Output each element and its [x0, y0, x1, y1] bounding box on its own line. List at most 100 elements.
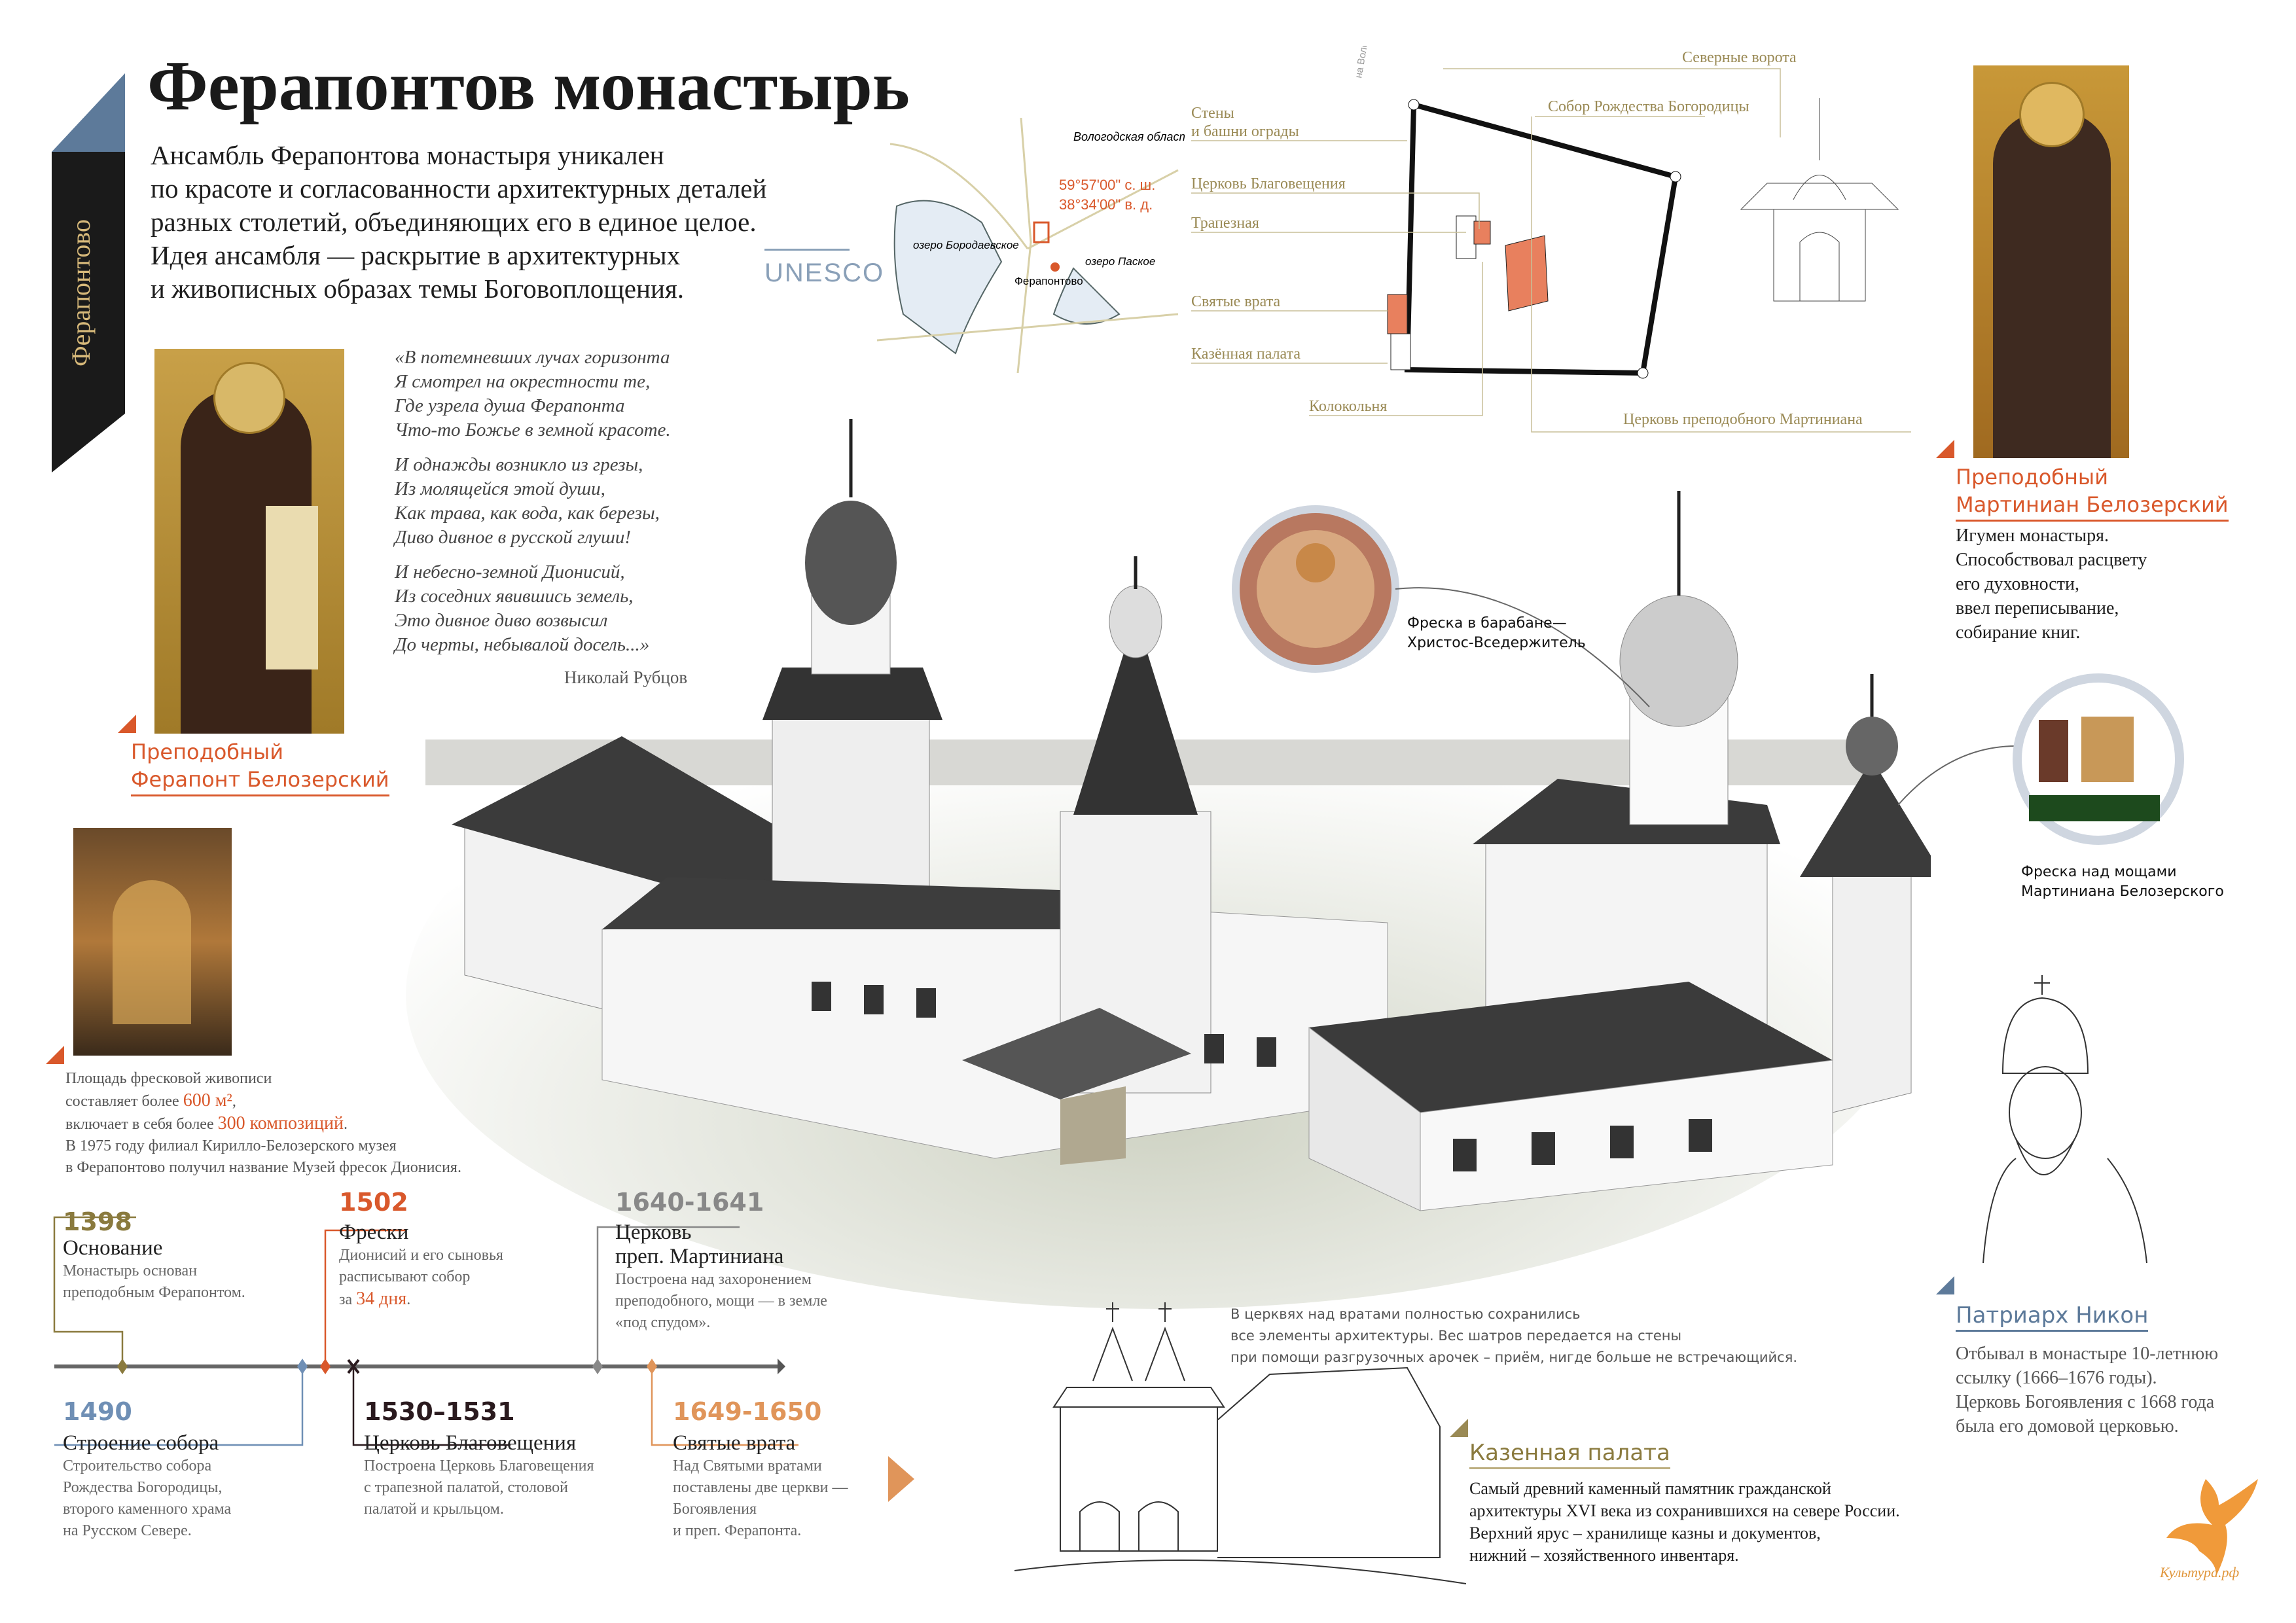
fresco-facts: Площадь фресковой живописи составляет бо…: [65, 1070, 461, 1176]
map-region: Вологодская область: [1073, 130, 1185, 143]
gate-dome: [1109, 585, 1162, 658]
marker-1398: [117, 1359, 128, 1374]
unesco-text: UNESCO: [764, 259, 885, 287]
kultura-logo: [2166, 1479, 2258, 1577]
plan-label: Северные ворота: [1682, 49, 1797, 66]
intro-line: Идея ансамбля — раскрытие в архитектурны…: [151, 240, 681, 270]
onion-dome-icon: [805, 501, 897, 625]
caption-line: Ферапонт Белозерский: [131, 767, 389, 792]
map-lon: 38°34'00" в. д.: [1059, 196, 1153, 213]
plan-label: Церковь преподобного Мартиниана: [1623, 411, 1863, 428]
fresco-face: [1296, 543, 1335, 582]
windows: [1453, 1119, 1712, 1171]
plan-label: и башни ограды: [1191, 123, 1299, 140]
lake-borodaevskoe: [893, 200, 1003, 355]
timeline-item-1530: 1530–1531 Церковь Благовещения Построена…: [364, 1397, 594, 1518]
drum-fresco-caption: Фреска в барабане—Христос-Вседержитель: [1407, 615, 1586, 651]
tent-roof: [1073, 615, 1198, 815]
refectory-roof: [452, 736, 864, 903]
windows: [812, 982, 1276, 1067]
arrow-icon: [778, 1359, 785, 1374]
nikon-caption: Патриарх Никон: [1956, 1302, 2149, 1332]
corner-mark: [118, 715, 136, 733]
nikon-portrait-sketch: [1982, 975, 2147, 1264]
plan-leader-lines: [1191, 68, 1911, 433]
side-banner: [52, 152, 125, 414]
monastery-marker: [1033, 221, 1050, 243]
fresco-figure: [2081, 717, 2134, 782]
plan-label: Трапезная: [1191, 215, 1259, 232]
timeline-item-1649: 1649-1650 Святые врата Над Святыми врата…: [673, 1397, 848, 1539]
marker-1649: [647, 1359, 657, 1374]
reliquary-cloth: [2029, 795, 2160, 821]
timeline-connectors: [53, 1216, 798, 1446]
map-lat: 59°57'00" с. ш.: [1059, 177, 1155, 193]
page-title: Ферапонтов монастырь: [147, 47, 910, 125]
ferapont-caption: Преподобный Ферапонт Белозерский: [131, 738, 389, 796]
cathedral-roof: [1473, 779, 1780, 844]
firebird-icon: [2166, 1479, 2258, 1577]
tower-icon: [1670, 171, 1681, 183]
timeline-markers: [117, 1359, 657, 1374]
fresco-inner: [1257, 530, 1374, 648]
intro-line: разных столетий, объединяющих его в един…: [151, 207, 757, 237]
marker-1502: [320, 1359, 331, 1374]
village-dot: [1050, 262, 1060, 272]
plan-label: Казённая палата: [1191, 346, 1300, 363]
next-arrow-icon[interactable]: [888, 1456, 914, 1502]
plan-label: Колокольня: [1309, 398, 1387, 415]
treasury-roof: [1309, 982, 1833, 1113]
church-roof: [762, 668, 942, 720]
marker-1490: [297, 1359, 308, 1374]
banner-tail: [52, 414, 125, 473]
drum-fresco-callout: [1232, 505, 1650, 707]
treasury-caption: Казенная палата: [1469, 1440, 1670, 1469]
porch-roof: [962, 1008, 1191, 1099]
location-map: Вологодская область 59°57'00" с. ш. 38°3…: [877, 118, 1185, 373]
highlight-area: 600 м²: [183, 1090, 232, 1111]
treasury: [1390, 333, 1411, 370]
intro-line: Ансамбль Ферапонтова монастыря уникален: [151, 140, 664, 170]
corner-mark: [1450, 1419, 1468, 1437]
corner-mark: [1936, 1276, 1954, 1294]
arches-note: В церквях над вратами полностью сохранил…: [1230, 1306, 1798, 1365]
plan-label: Святые врата: [1191, 293, 1280, 310]
holy-gates: [1387, 294, 1408, 334]
corner-mark: [1936, 440, 1954, 458]
martinian-icon-image: [1973, 65, 2129, 458]
callout-line: [1898, 745, 2017, 806]
martinian-roof: [1800, 759, 1931, 877]
logo-text: Культура.рф: [2160, 1564, 2240, 1580]
plan-label: Стены: [1191, 105, 1234, 122]
lake-paskoe: [1052, 267, 1121, 325]
poem-author: Николай Рубцов: [564, 668, 688, 687]
intro-line: по красоте и согласованности архитектурн…: [151, 173, 767, 204]
banner-triangle: [52, 73, 125, 152]
intro-line: и живописных образах темы Боговоплощения…: [151, 274, 684, 304]
highlight-count: 300 композиций: [217, 1113, 344, 1133]
marker-1640: [592, 1359, 603, 1374]
treasury-desc: Самый древний каменный памятник гражданс…: [1469, 1479, 1900, 1565]
gate-opening: [1060, 1086, 1126, 1165]
timeline-item-1490: 1490 Строение собора Строительство собор…: [63, 1397, 232, 1539]
callout-line: [1395, 587, 1650, 707]
central-roof: [602, 877, 1060, 929]
map-roads: [877, 118, 1179, 373]
martinian-church: [1832, 863, 1912, 1113]
map-lake1: озеро Бородаевское: [913, 239, 1019, 251]
monastery-plan: на Вологду трасса «Р-5» Стены и башни ог…: [1191, 46, 1911, 433]
monastery-illustration: [406, 419, 1931, 1309]
map-lake2: озеро Паское: [1085, 255, 1155, 268]
timeline-axis: [53, 1216, 798, 1446]
tower-icon: [1408, 99, 1420, 111]
unesco-logo: UNESCO: [764, 249, 883, 311]
road-label: на Вологду трасса «Р-5»: [1353, 46, 1384, 79]
cathedral: [1505, 235, 1549, 312]
marker-1530: [347, 1359, 360, 1374]
